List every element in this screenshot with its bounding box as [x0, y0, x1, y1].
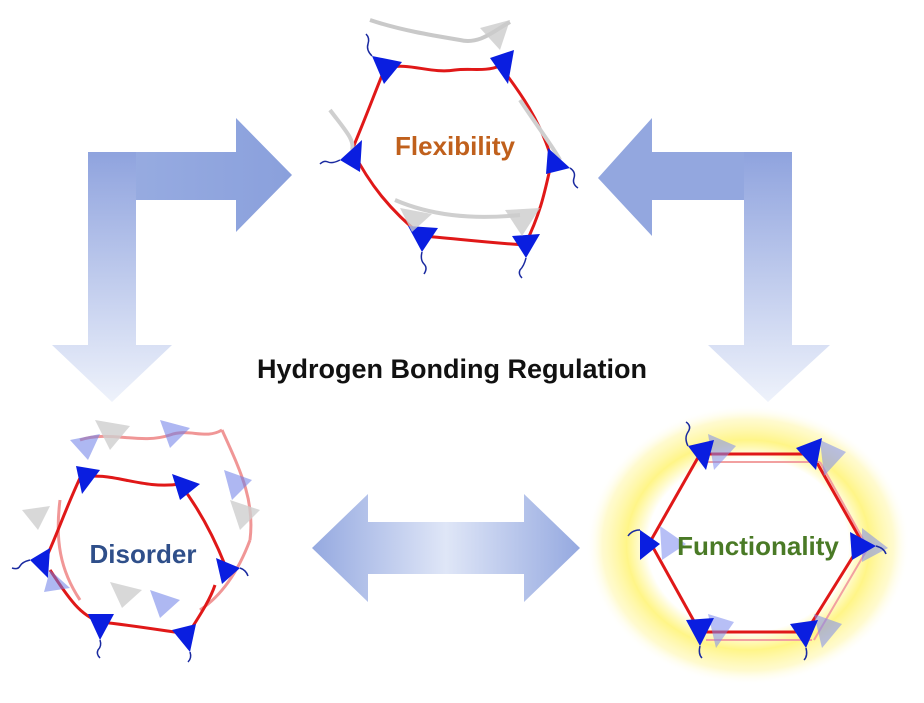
disorder-framework: [11, 420, 260, 663]
triangle-node-icon: [30, 548, 50, 578]
flexibility-framework: [319, 18, 579, 279]
arrow-disorder-functionality: [312, 494, 580, 602]
triangle-node-icon: [340, 140, 362, 172]
disorder-shadow-nodes: [44, 420, 252, 618]
flexibility-shadow-nodes: [400, 20, 540, 236]
arrow-functionality-flexibility: [598, 118, 830, 402]
disorder-label: Disorder: [90, 539, 197, 569]
triangle-node-icon: [172, 624, 196, 652]
functionality-framework: [586, 405, 910, 685]
triangle-node-icon: [790, 620, 818, 648]
triangle-node-icon: [88, 614, 114, 640]
disorder-gray-nodes: [22, 420, 260, 608]
triangle-node-icon: [512, 234, 540, 258]
disorder-nodes: [30, 466, 240, 652]
functionality-label: Functionality: [677, 531, 839, 561]
triangle-node-icon: [796, 438, 822, 470]
triangle-node-icon: [490, 50, 514, 84]
flexibility-linkers: [328, 18, 562, 247]
triangle-node-icon: [172, 474, 200, 500]
flexibility-tails: [319, 33, 579, 279]
functionality-nodes: [640, 438, 876, 648]
arrow-disorder-flexibility: [52, 118, 292, 402]
triangle-node-icon: [688, 440, 714, 470]
triangle-node-icon: [850, 532, 876, 560]
functionality-tails: [627, 421, 887, 661]
disorder-tails: [11, 559, 249, 663]
triangle-node-icon: [686, 618, 714, 646]
triangle-node-icon: [76, 466, 100, 494]
triangle-node-icon: [546, 148, 570, 174]
flexibility-label: Flexibility: [395, 131, 515, 161]
arrow-left-horizontal-shaft: [88, 118, 292, 232]
triangle-node-icon: [640, 530, 660, 560]
arrow-right-vertical-shaft: [708, 152, 830, 402]
arrow-right-horizontal-shaft: [598, 118, 792, 236]
arrow-left-vertical-shaft: [52, 152, 172, 402]
triangle-node-icon: [216, 558, 240, 584]
flexibility-nodes: [340, 50, 570, 258]
diagram-title: Hydrogen Bonding Regulation: [257, 354, 647, 384]
triangle-node-icon: [408, 226, 438, 252]
functionality-shadow-nodes: [660, 434, 888, 648]
triangle-node-icon: [372, 56, 402, 84]
